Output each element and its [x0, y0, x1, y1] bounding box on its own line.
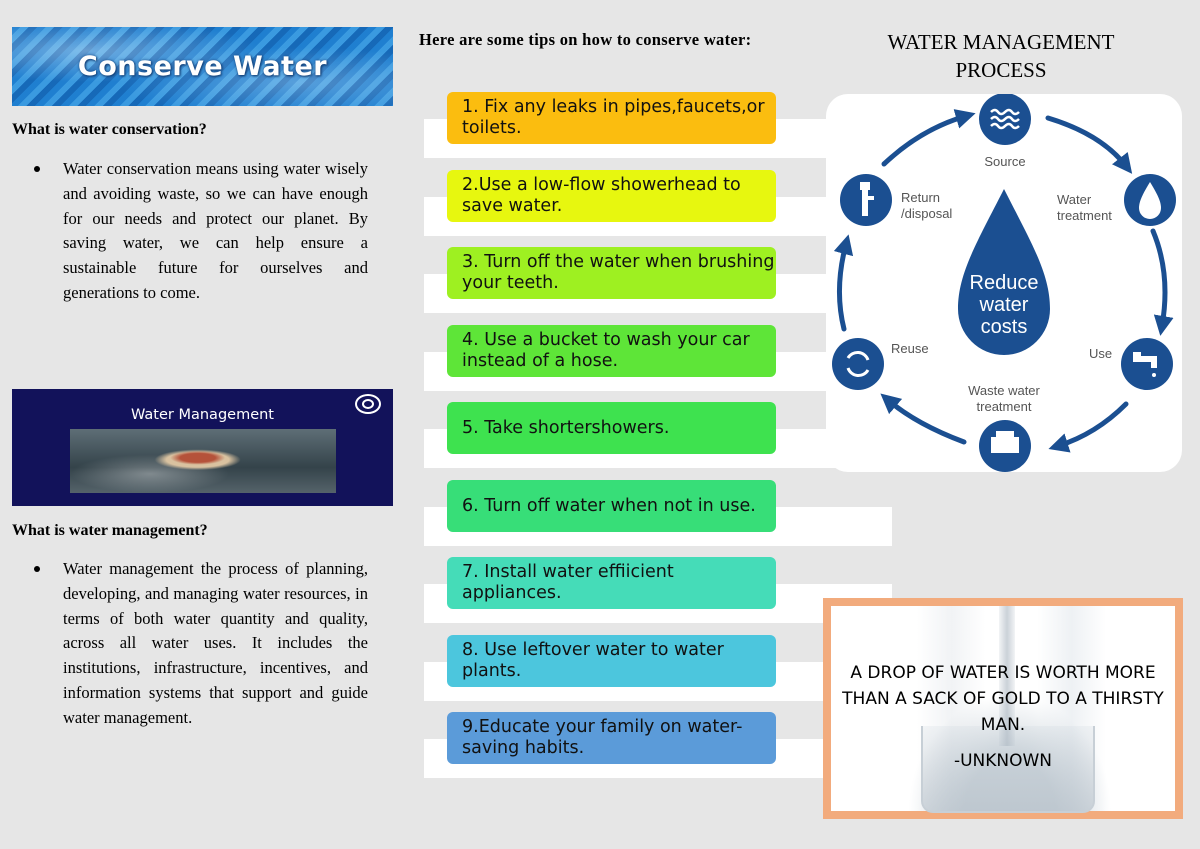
reuse-node	[832, 338, 884, 390]
treatment-label-line-2: treatment	[1057, 208, 1112, 223]
droplet-icon	[1139, 182, 1161, 219]
water-management-image-title: Water Management	[131, 407, 274, 423]
conservation-answer-bullet: Water conservation means using water wis…	[34, 157, 368, 306]
tips-title: Here are some tips on how to conserve wa…	[419, 30, 752, 49]
cycle-svg: Reduce water costs Source Water treatmen…	[832, 93, 1176, 472]
conservation-question: What is water conservation?	[12, 121, 207, 138]
quote-box: A DROP OF WATER IS WORTH MORE THAN A SAC…	[823, 598, 1183, 819]
tip-item: 1. Fix any leaks in pipes,faucets,or toi…	[447, 92, 776, 144]
waves-icon	[990, 108, 1020, 130]
treatment-plant-icon	[991, 431, 1019, 453]
return-label-line-1: Return	[901, 190, 940, 205]
arrow-reuse-to-return	[833, 234, 854, 332]
use-node	[1121, 338, 1173, 390]
arrow-treatment-to-use	[1150, 228, 1174, 336]
use-label: Use	[1089, 346, 1112, 361]
reuse-label: Reuse	[891, 341, 929, 356]
quote-author: -UNKNOWN	[953, 751, 1053, 771]
water-drop-icon	[958, 189, 1050, 355]
waste-label-line-2: treatment	[977, 399, 1032, 414]
tip-item: 7. Install water effiicient appliances.	[447, 557, 776, 609]
center-label-line-3: costs	[981, 316, 1028, 338]
bullet-icon	[34, 166, 40, 172]
waste-label-line-1: Waste water	[968, 383, 1040, 398]
water-management-cycle-diagram: Reduce water costs Source Water treatmen…	[826, 93, 1182, 472]
water-glass-image	[921, 726, 1095, 813]
management-answer: Water management the process of planning…	[63, 559, 368, 727]
bullet-icon	[34, 566, 40, 572]
hands-holding-soil-photo	[70, 429, 336, 493]
quote-text: A DROP OF WATER IS WORTH MORE THAN A SAC…	[842, 663, 1164, 735]
arrow-source-to-treatment	[1045, 115, 1133, 174]
source-label: Source	[984, 154, 1025, 169]
management-question: What is water management?	[12, 522, 208, 539]
water-management-image: Water Management	[12, 389, 393, 506]
tip-item: 2.Use a low-flow showerhead to save wate…	[447, 170, 776, 222]
recycle-icon	[846, 351, 870, 377]
tip-item: 9.Educate your family on water-saving ha…	[447, 712, 776, 764]
banner-title: Conserve Water	[77, 51, 328, 82]
return-label-line-2: /disposal	[901, 206, 952, 221]
center-label-line-2: water	[979, 294, 1029, 316]
pipe-icon	[860, 182, 874, 216]
tip-item: 4. Use a bucket to wash your car instead…	[447, 325, 776, 377]
tip-item: 3. Turn off the water when brushing your…	[447, 247, 776, 299]
conservation-answer: Water conservation means using water wis…	[63, 159, 368, 302]
quote: A DROP OF WATER IS WORTH MORE THAN A SAC…	[831, 660, 1175, 774]
arrow-waste-to-reuse	[880, 393, 967, 445]
tip-item: 5. Take shortershowers.	[447, 402, 776, 454]
conserve-water-banner: Conserve Water	[12, 27, 393, 106]
management-answer-bullet: Water management the process of planning…	[34, 557, 368, 731]
tip-item: 6. Turn off water when not in use.	[447, 480, 776, 532]
arrow-return-to-source	[881, 109, 976, 167]
center-label-line-1: Reduce	[970, 272, 1039, 294]
treatment-label-line-1: Water	[1057, 192, 1092, 207]
faucet-icon	[1133, 352, 1157, 377]
tip-item: 8. Use leftover water to water plants.	[447, 635, 776, 687]
arrow-use-to-waste	[1048, 401, 1129, 453]
swirl-logo-icon	[355, 394, 381, 414]
process-title: WATER MANAGEMENT PROCESS	[887, 30, 1115, 82]
water-stream-image	[999, 606, 1015, 746]
